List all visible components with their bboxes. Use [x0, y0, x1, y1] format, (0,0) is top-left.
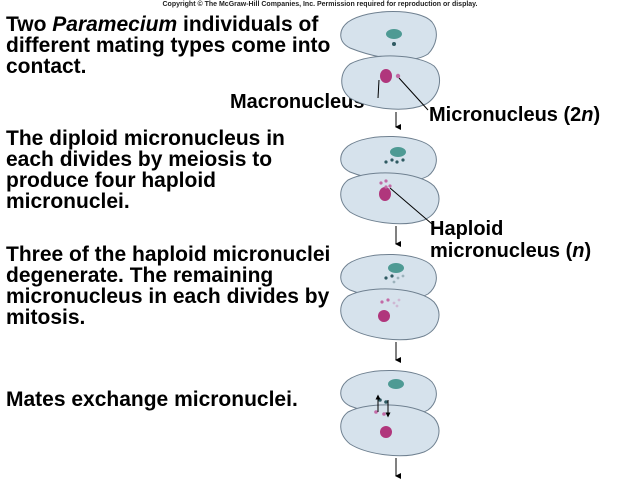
haploid-micronucleus-bottom: [388, 184, 392, 188]
macronucleus-pointer: [377, 79, 380, 99]
micronucleus-bottom: [382, 412, 386, 416]
cell-top: [340, 136, 437, 182]
haploid-micronucleus-top: [401, 158, 405, 162]
micronucleus-label-italic: n: [581, 104, 594, 126]
micronucleus-bottom: [386, 298, 390, 302]
micronucleus-pointer: [398, 77, 429, 111]
macronucleus-bottom: [378, 310, 390, 322]
step-1-text: Two Paramecium individuals of different …: [6, 14, 336, 77]
micronucleus-top: [384, 276, 388, 280]
haploid-micronucleus-top: [384, 160, 388, 164]
step-4-text: Mates exchange micronuclei.: [6, 388, 298, 411]
haploid-micronucleus-top: [390, 158, 394, 162]
step-1-italic: Paramecium: [52, 13, 178, 36]
macronucleus-top: [390, 147, 406, 157]
cell-bottom: [341, 55, 441, 110]
macronucleus-top: [388, 263, 404, 273]
haploid-label-line2-italic: n: [572, 240, 585, 262]
degenerate-micronucleus-top: [396, 276, 400, 280]
macronucleus-bottom: [380, 426, 392, 438]
degenerate-micronucleus-top: [392, 280, 396, 284]
step-1-prefix: Two: [6, 13, 53, 36]
micronucleus-top: [390, 274, 394, 278]
step-1-suffix: individuals of different mating types co…: [6, 13, 331, 78]
haploid-micronucleus-top: [395, 160, 399, 164]
macronucleus-top: [386, 29, 402, 39]
micronucleus-bottom: [374, 410, 378, 414]
micronucleus-label-text: Micronucleus (2: [429, 104, 582, 126]
degenerate-micronucleus-bottom: [395, 304, 399, 308]
haploid-micronucleus-bottom: [379, 181, 383, 185]
micronucleus-bottom: [380, 300, 384, 304]
macronucleus-bottom: [380, 69, 392, 83]
step-3-text: Three of the haploid micronuclei degener…: [6, 243, 331, 329]
macronucleus-bottom: [379, 187, 391, 201]
micronucleus-top: [392, 42, 396, 46]
micronucleus-label: Micronucleus (2n): [429, 104, 600, 126]
micronucleus-bottom: [395, 73, 401, 79]
cell-bottom: [340, 288, 440, 341]
haploid-label-line2-text: micronucleus (: [430, 240, 573, 262]
micronucleus-label-close: ): [593, 104, 601, 126]
cell-bottom: [340, 172, 440, 225]
micronucleus-top: [384, 400, 388, 404]
stage-1-cell-pair: [340, 11, 441, 111]
haploid-micronucleus-bottom: [384, 185, 388, 189]
haploid-micronucleus-bottom: [384, 179, 388, 183]
stage-4-cell-pair: [340, 370, 440, 457]
degenerate-micronucleus-bottom: [397, 298, 401, 302]
copyright-notice: Copyright © The McGraw-Hill Companies, I…: [162, 1, 478, 8]
micronucleus-top: [378, 398, 382, 402]
stage-2-cell-pair: [340, 136, 440, 225]
haploid-label-line2-close: ): [584, 240, 592, 262]
haploid-micronucleus-pointer: [389, 187, 433, 225]
step-2-text: The diploid micronucleus in each divides…: [6, 127, 285, 213]
degenerate-micronucleus-top: [401, 274, 405, 278]
cell-top: [340, 370, 437, 416]
macronucleus-top: [388, 379, 404, 389]
cell-top: [340, 254, 437, 300]
haploid-label-line2: micronucleus (n): [430, 240, 640, 262]
stage-3-cell-pair: [340, 254, 440, 341]
degenerate-micronucleus-bottom: [392, 301, 396, 305]
haploid-label-line1: Haploid: [430, 218, 504, 240]
macronucleus-label: Macronucleus: [230, 91, 365, 113]
